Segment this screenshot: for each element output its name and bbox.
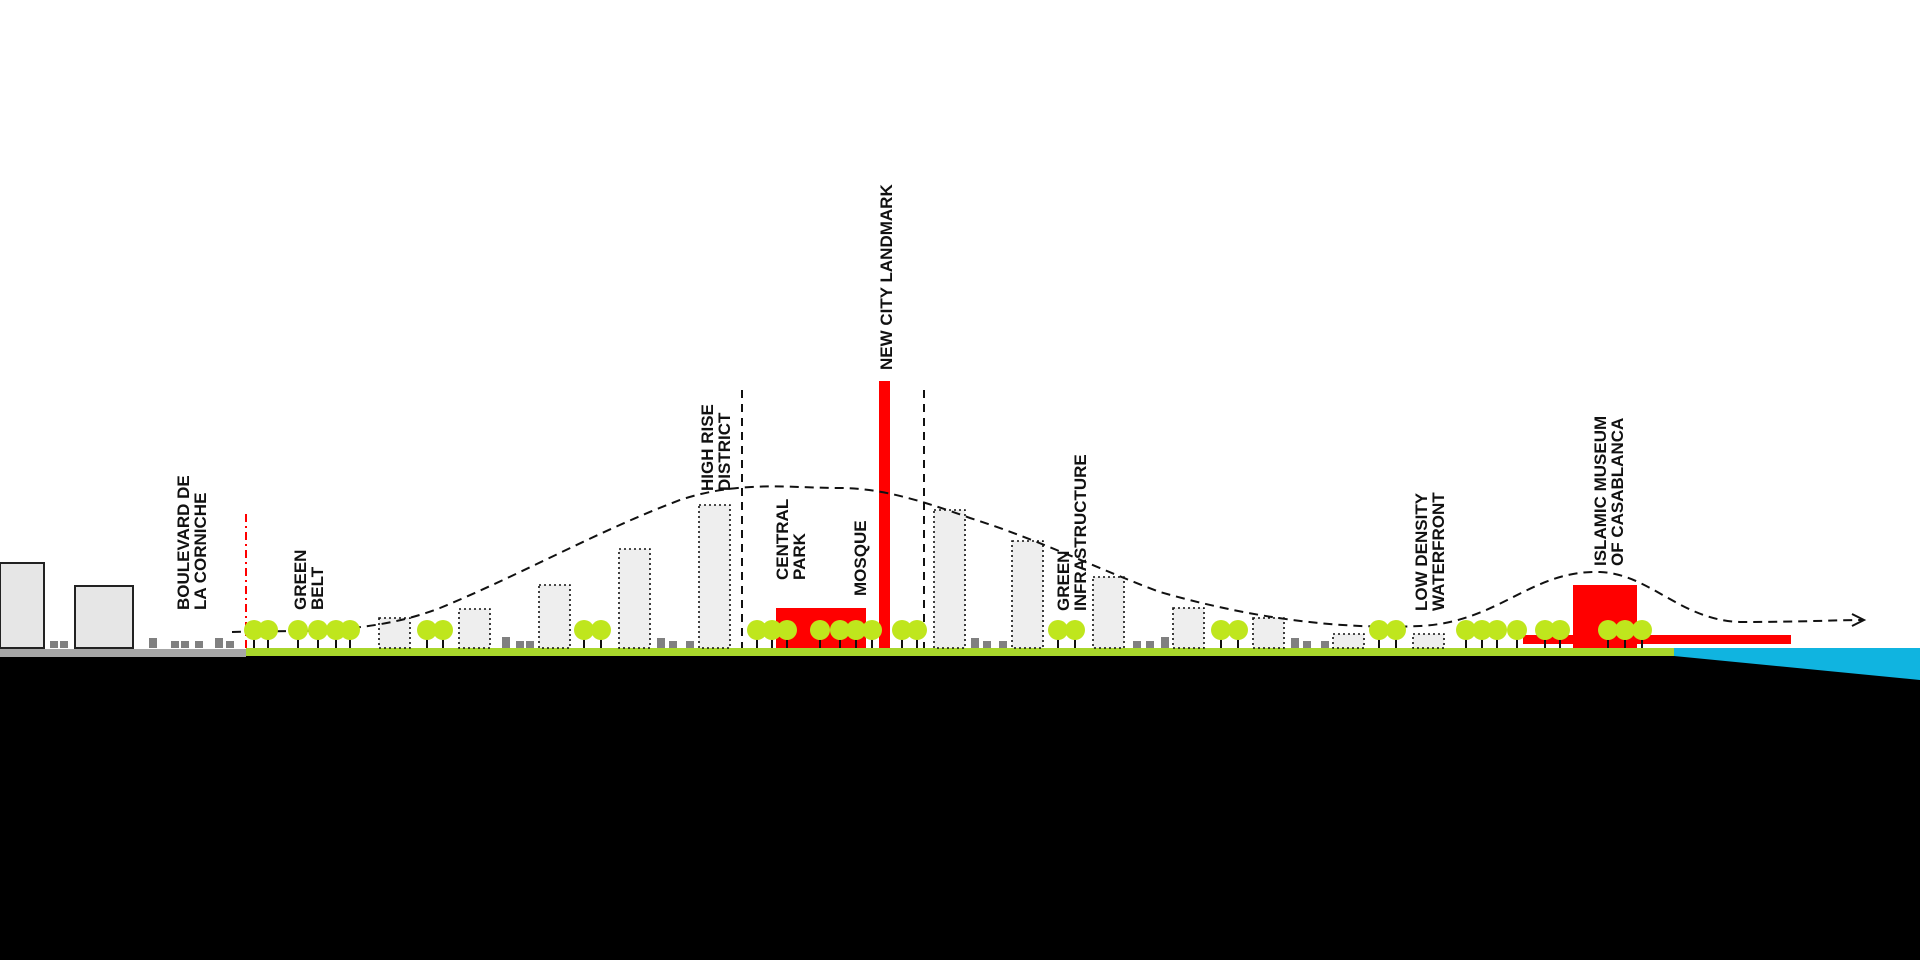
proposed-building: [698, 504, 731, 649]
tree-icon: [326, 620, 346, 648]
tree-icon: [591, 620, 611, 648]
tree-icon: [762, 620, 782, 648]
proposed-buildings: [378, 504, 1445, 649]
label-islamic-museum: ISLAMIC MUSEUM OF CASABLANCA: [1591, 411, 1627, 566]
tree-icon: [892, 620, 912, 648]
label-high-rise: HIGH RISE DISTRICT: [698, 399, 734, 491]
skyline-profile-curve: [231, 485, 1863, 633]
low-rise-blocks: [50, 637, 1329, 648]
tree-icon: [1456, 620, 1476, 648]
sea-water: [1674, 648, 1920, 680]
tree-icon: [1487, 620, 1507, 648]
tree-icon: [1386, 620, 1406, 648]
project-ground-strip: [246, 648, 1676, 656]
tree-icon: [1507, 620, 1527, 648]
tree-icon: [1632, 620, 1652, 648]
tree-icon: [1550, 620, 1570, 648]
proposed-building: [1412, 633, 1445, 649]
label-green-belt: GREEN BELT: [291, 545, 327, 610]
tree-icon: [1048, 620, 1068, 648]
proposed-building: [458, 608, 491, 649]
existing-building: [74, 585, 134, 649]
tree-icon: [810, 620, 830, 648]
tree-icon: [258, 620, 278, 648]
tree-icon: [747, 620, 767, 648]
tree-icon: [288, 620, 308, 648]
tree-icon: [907, 620, 927, 648]
proposed-building: [1332, 633, 1365, 649]
tree-icon: [830, 620, 850, 648]
proposed-building: [618, 548, 651, 649]
tree-icon: [340, 620, 360, 648]
label-boulevard: BOULEVARD DE LA CORNICHE: [174, 471, 210, 610]
proposed-building: [1011, 540, 1044, 649]
proposed-building: [378, 617, 411, 649]
proposed-building: [538, 584, 571, 649]
proposed-building: [1172, 607, 1205, 649]
tree-icon: [1065, 620, 1085, 648]
label-mosque: MOSQUE: [851, 520, 870, 596]
tree-icon: [1228, 620, 1248, 648]
tree-icon: [244, 620, 264, 648]
tree-icon: [1472, 620, 1492, 648]
label-new-city-landmark: NEW CITY LANDMARK: [877, 184, 896, 370]
ground-mass: [0, 656, 1920, 960]
label-green-infrastructure: GREEN INFRASTRUCTURE: [1054, 454, 1090, 611]
arrow-right-icon: [1851, 613, 1867, 627]
tree-icon: [1211, 620, 1231, 648]
existing-building: [0, 562, 45, 649]
tree-icon: [433, 620, 453, 648]
museum-base: [1523, 635, 1791, 644]
tree-icon: [1369, 620, 1389, 648]
tree-icon: [1535, 620, 1555, 648]
label-central-park: CENTRAL PARK: [773, 494, 809, 580]
tree-icon: [308, 620, 328, 648]
proposed-building: [933, 509, 966, 649]
tree-icon: [846, 620, 866, 648]
label-low-density-waterfront: LOW DENSITY WATERFRONT: [1412, 489, 1448, 611]
tree-icon: [1615, 620, 1635, 648]
tree-icon: [862, 620, 882, 648]
new-city-landmark-tower: [879, 381, 890, 648]
tree-icon: [574, 620, 594, 648]
tree-icon: [417, 620, 437, 648]
existing-ground-strip: [0, 649, 246, 657]
proposed-building: [1092, 576, 1125, 649]
tree-icon: [777, 620, 797, 648]
tree-icon: [1598, 620, 1618, 648]
trees: [244, 620, 1652, 648]
proposed-building: [1252, 617, 1285, 649]
